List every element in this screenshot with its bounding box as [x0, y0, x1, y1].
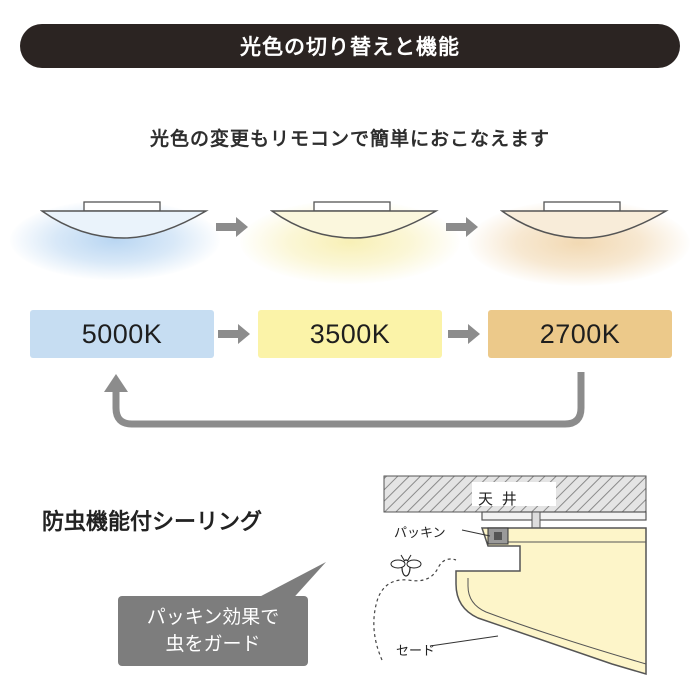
- color-temp-label: 5000K: [81, 318, 163, 349]
- feature-title: 防虫機能付シーリング: [42, 510, 263, 535]
- packing-cross-section-diagram: [373, 475, 647, 676]
- packing-label: パッキン: [394, 526, 446, 541]
- insect-icon: [390, 554, 422, 577]
- arrow-right-icon: [448, 324, 480, 344]
- color-temp-5000k: 5000K: [30, 310, 214, 358]
- section-banner: 光色の切り替えと機能: [20, 24, 680, 68]
- arrow-right-icon: [446, 217, 478, 237]
- cycle-return-arrow-icon: [104, 372, 585, 428]
- arrow-right-icon: [216, 217, 248, 237]
- shade-label: セード: [396, 644, 436, 659]
- ceiling-lamp-3500k: [270, 201, 439, 239]
- bubble-body: パッキン効果で 虫をガード: [118, 596, 308, 666]
- bubble-line-1: パッキン効果で: [146, 606, 280, 628]
- color-temp-3500k: 3500K: [258, 310, 442, 358]
- color-temp-label: 3500K: [309, 318, 391, 349]
- color-temp-2700k: 2700K: [488, 310, 672, 358]
- subtitle: 光色の変更もリモコンで簡単におこなえます: [149, 128, 550, 150]
- color-temp-label: 2700K: [539, 318, 621, 349]
- ceiling-lamp-5000k: [40, 201, 209, 239]
- ceiling-label: 天 井: [478, 490, 519, 508]
- banner-title: 光色の切り替えと機能: [240, 35, 460, 59]
- arrow-right-icon: [218, 324, 250, 344]
- ceiling-lamp-2700k: [500, 201, 669, 239]
- bubble-line-2: 虫をガード: [165, 633, 261, 655]
- bubble-tail-icon: [246, 562, 326, 604]
